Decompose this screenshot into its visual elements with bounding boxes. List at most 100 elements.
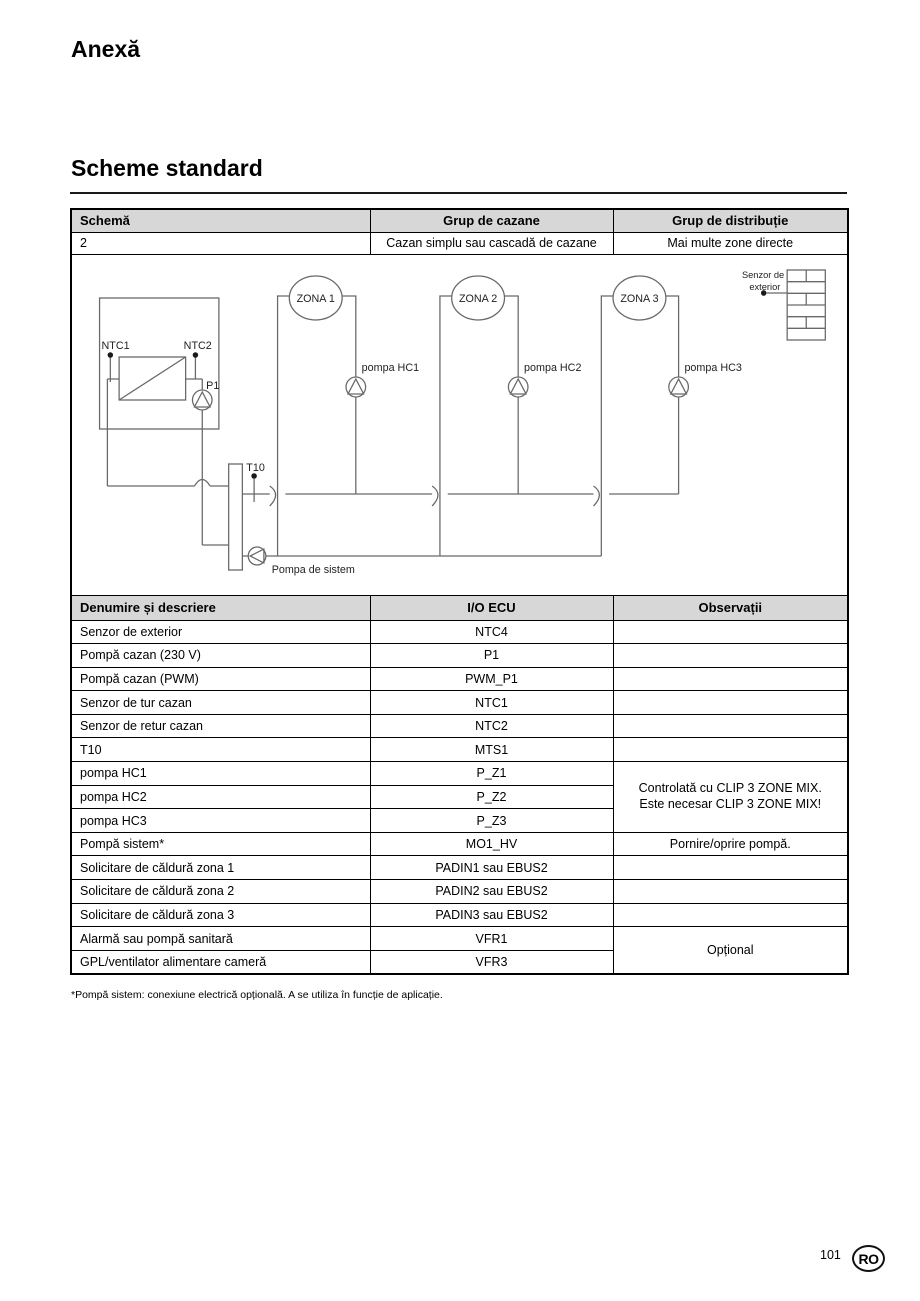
scheme-header-row: Schemă Grup de cazane Grup de distribuți… xyxy=(70,208,849,233)
table-row: T10 MTS1 xyxy=(70,737,849,763)
header-observations: Observații xyxy=(612,594,849,621)
table-row: Alarmă sau pompă sanitară VFR1 Opțional xyxy=(70,926,849,975)
distribution-group-cell: Mai multe zone directe xyxy=(612,231,849,255)
table-row: Senzor de exterior NTC4 xyxy=(70,619,849,645)
footnote: *Pompă sistem: conexiune electrică opțio… xyxy=(71,989,443,1001)
io-cell: PADIN1 sau EBUS2 xyxy=(369,855,614,881)
obs-clip-line1: Controlată cu CLIP 3 ZONE MIX. xyxy=(638,781,822,796)
io-cell: NTC4 xyxy=(369,619,614,645)
table-row: pompa HC2 P_Z2 xyxy=(70,784,848,810)
name-cell: Solicitare de căldură zona 1 xyxy=(70,855,371,881)
obs-cell-pump-start-stop: Pornire/oprire pompă. xyxy=(612,831,849,857)
obs-cell xyxy=(612,855,849,881)
country-badge: RO xyxy=(852,1245,885,1272)
io-cell: NTC1 xyxy=(369,690,614,715)
table-row: pompa HC1 P_Z1 Controlată cu CLIP 3 ZONE… xyxy=(70,761,849,833)
name-cell: pompa HC2 xyxy=(70,784,371,810)
t10-sensor-dot xyxy=(251,472,257,479)
ntc1-label: NTC1 xyxy=(102,339,130,351)
table-row: Senzor de retur cazan NTC2 xyxy=(70,713,849,739)
outdoor-sensor: Senzor de exterior xyxy=(742,268,826,341)
boiler-group-cell: Cazan simplu sau cascadă de cazane xyxy=(369,231,614,255)
diagram-cell: NTC1 NTC2 P1 xyxy=(70,253,849,596)
name-cell: Pompă cazan (230 V) xyxy=(70,643,371,668)
supply-pipe xyxy=(242,484,679,506)
outdoor-sensor-label-line2: exterior xyxy=(749,280,780,291)
pipe-break-icon xyxy=(269,484,277,506)
io-cell: P1 xyxy=(369,643,614,668)
name-cell: pompa HC3 xyxy=(70,808,371,833)
pump-p1-icon xyxy=(191,388,213,411)
pipe-break-icon xyxy=(431,484,439,506)
ntc2-sensor-dot xyxy=(192,351,199,358)
boiler-piping xyxy=(107,478,229,546)
pump-hc1-icon xyxy=(345,375,367,398)
section-title: Scheme standard xyxy=(71,155,263,181)
name-cell: T10 xyxy=(70,737,371,763)
zone-1-label: ZONA 1 xyxy=(297,292,335,304)
schema-number-cell: 2 xyxy=(70,231,371,255)
pump-hc2-icon xyxy=(507,375,529,398)
table-row: Pompă cazan (PWM) PWM_P1 xyxy=(70,666,849,692)
table-row: Solicitare de căldură zona 1 PADIN1 sau … xyxy=(70,855,849,881)
return-pipe: Pompa de sistem xyxy=(242,545,602,576)
p1-label: P1 xyxy=(206,379,219,391)
outdoor-sensor-dot xyxy=(760,289,767,296)
obs-cell xyxy=(612,666,849,692)
obs-cell-optional: Opțional xyxy=(612,926,849,975)
name-cell: pompa HC1 xyxy=(70,761,371,786)
table-row: Pompă cazan (230 V) P1 xyxy=(70,643,849,668)
obs-cell xyxy=(612,879,849,904)
pump-hc3-label: pompa HC3 xyxy=(684,361,741,373)
obs-cell xyxy=(612,643,849,668)
io-cell: P_Z3 xyxy=(369,808,614,833)
diagram-row: NTC1 NTC2 P1 xyxy=(70,253,849,596)
scheme-value-row: 2 Cazan simplu sau cascadă de cazane Mai… xyxy=(70,231,849,255)
boiler-box xyxy=(98,296,220,430)
obs-cell-clip-zone-mix: Controlată cu CLIP 3 ZONE MIX. Este nece… xyxy=(612,761,849,833)
name-cell: Alarmă sau pompă sanitară xyxy=(70,926,371,951)
name-cell: Senzor de retur cazan xyxy=(70,713,371,739)
t10-label: T10 xyxy=(246,461,265,473)
zone-3-label: ZONA 3 xyxy=(620,292,658,304)
io-cell: VFR3 xyxy=(369,949,614,975)
system-pump-icon xyxy=(247,545,267,566)
obs-clip-line2: Este necesar CLIP 3 ZONE MIX! xyxy=(639,796,822,811)
boiler-unit: NTC1 NTC2 P1 xyxy=(98,296,220,545)
name-cell: Solicitare de căldură zona 2 xyxy=(70,879,371,904)
io-cell: MO1_HV xyxy=(369,831,614,857)
zone-3-ellipse xyxy=(612,274,667,321)
io-cell: PADIN2 sau EBUS2 xyxy=(369,879,614,904)
document-title: Anexă xyxy=(71,36,141,62)
obs-cell xyxy=(612,737,849,763)
zone-2-label: ZONA 2 xyxy=(459,292,497,304)
pipe-break-icon xyxy=(593,484,600,506)
system-pump-label: Pompa de sistem xyxy=(272,563,355,575)
pump-hc2-label: pompa HC2 xyxy=(524,361,581,373)
io-cell: PADIN3 sau EBUS2 xyxy=(369,902,614,928)
name-cell: Senzor de exterior xyxy=(70,619,371,645)
page-number: 101 xyxy=(820,1248,841,1262)
io-cell: PWM_P1 xyxy=(369,666,614,692)
name-cell: GPL/ventilator alimentare cameră xyxy=(70,949,371,975)
section-rule xyxy=(70,192,847,194)
zone-3-circuit: ZONA 3 pompa HC3 xyxy=(600,274,742,556)
table-row: Solicitare de căldură zona 2 PADIN2 sau … xyxy=(70,879,849,904)
io-cell: VFR1 xyxy=(369,926,614,951)
pump-hc3-icon xyxy=(668,375,690,398)
hydraulic-diagram: NTC1 NTC2 P1 xyxy=(98,268,826,576)
table-row: Pompă sistem* MO1_HV Pornire/oprire pomp… xyxy=(70,831,849,857)
header-boiler-group: Grup de cazane xyxy=(369,208,614,233)
outdoor-sensor-label-line1: Senzor de xyxy=(742,268,784,279)
name-cell: Pompă cazan (PWM) xyxy=(70,666,371,692)
table-row: Senzor de tur cazan NTC1 xyxy=(70,690,849,715)
io-cell: P_Z2 xyxy=(369,784,614,810)
io-cell: P_Z1 xyxy=(369,761,614,786)
zone-1-ellipse xyxy=(288,274,343,321)
t10-sensor: T10 xyxy=(246,461,265,502)
table-row: GPL/ventilator alimentare cameră VFR3 xyxy=(70,949,848,975)
hydraulic-separator xyxy=(228,462,243,571)
pump-hc1-label: pompa HC1 xyxy=(362,361,419,373)
obs-cell xyxy=(612,619,849,645)
